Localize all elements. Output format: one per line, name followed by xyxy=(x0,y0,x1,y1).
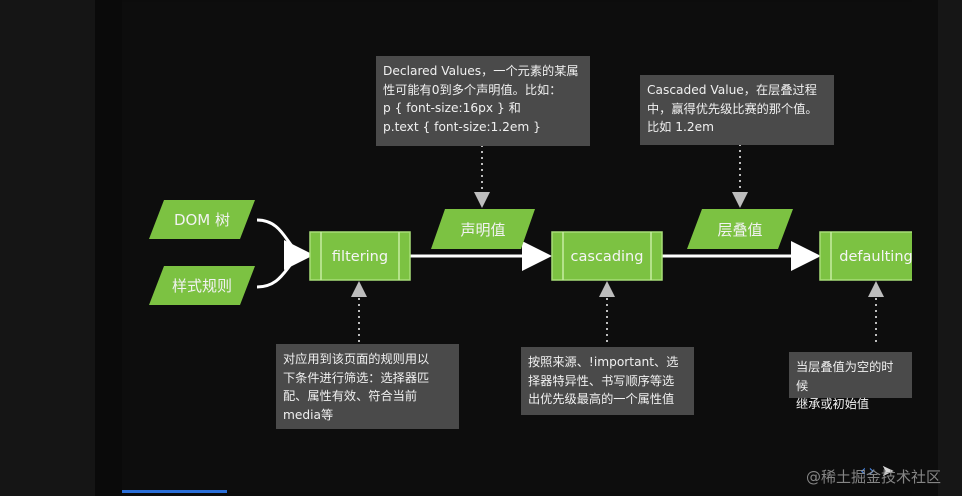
note-cascaded-value: Cascaded Value，在层叠过程 中，赢得优先级比赛的那个值。 比如 1… xyxy=(640,75,834,145)
nav-arrows-icon[interactable]: ‹› xyxy=(860,461,877,480)
watermark: @稀土掘金技术社区 xyxy=(806,468,942,486)
style-connector xyxy=(256,253,308,289)
progress-bar xyxy=(122,490,227,493)
note-cascading: 按照来源、!important、选 择器特异性、书写顺序等选 出优先级最高的一个… xyxy=(521,347,694,415)
cursor-icon: ➤ xyxy=(881,461,895,480)
process-defaulting-label: defaulting xyxy=(839,249,912,265)
note-declared-values: Declared Values，一个元素的某属 性可能有0到多个声明值。比如： … xyxy=(376,56,590,146)
value-cascaded: 层叠值 xyxy=(687,209,793,249)
left-frame xyxy=(0,0,122,496)
value-cascaded-label: 层叠值 xyxy=(717,221,762,239)
left-frame-strip xyxy=(95,0,122,496)
value-declared: 声明值 xyxy=(431,209,535,249)
flow-diagram: DOM 树 样式规则 声明值 层叠值 filtering cascading xyxy=(149,144,912,342)
input-dom-tree: DOM 树 xyxy=(149,200,255,239)
note-defaulting: 当层叠值为空的时候 继承或初始值 xyxy=(789,352,912,411)
input-style-rules: 样式规则 xyxy=(149,266,255,305)
process-cascading: cascading xyxy=(551,231,663,281)
right-frame-strip xyxy=(912,0,938,496)
slide: DOM 树 样式规则 声明值 层叠值 filtering cascading xyxy=(122,2,912,492)
process-filtering-label: filtering xyxy=(332,249,388,265)
input-dom-tree-label: DOM 树 xyxy=(174,211,230,229)
input-style-rules-label: 样式规则 xyxy=(172,277,232,295)
process-filtering: filtering xyxy=(309,231,411,281)
dom-connector xyxy=(256,218,308,257)
process-cascading-label: cascading xyxy=(571,249,644,265)
note-filtering: 对应用到该页面的规则用以 下条件进行筛选：选择器匹 配、属性有效、符合当前 me… xyxy=(276,344,459,429)
right-frame xyxy=(912,0,962,496)
process-defaulting: defaulting xyxy=(819,231,912,281)
value-declared-label: 声明值 xyxy=(460,221,505,239)
